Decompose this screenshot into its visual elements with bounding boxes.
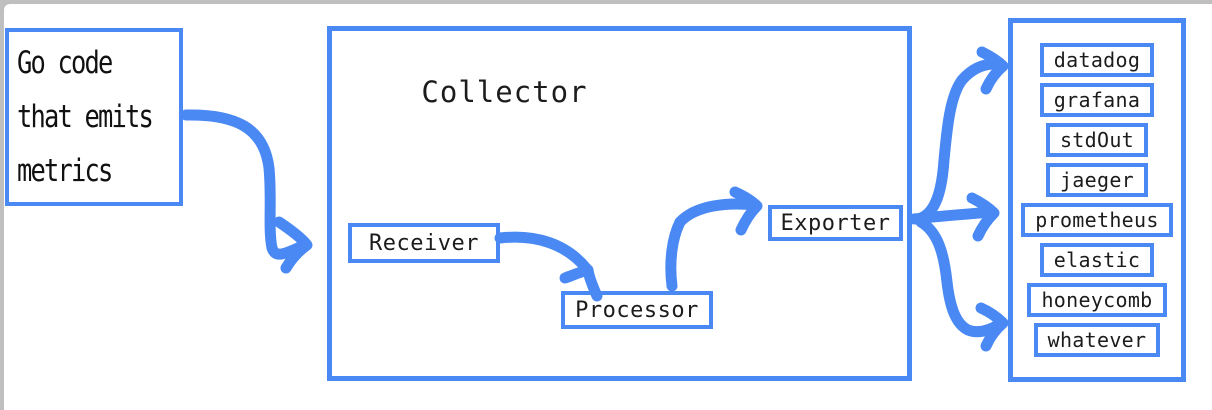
destination-item: grafana [1039, 83, 1155, 117]
destinations-box: datadog grafana stdOut jaeger prometheus elas… [1008, 18, 1186, 382]
source-line-1: Go code [17, 45, 113, 81]
destination-item: honeycomb [1027, 283, 1167, 317]
arrow-exporter-fanout-middle [908, 192, 1000, 242]
source-line-3: metrics [17, 153, 113, 189]
destination-item: stdOut [1045, 123, 1149, 157]
exporter-box: Exporter [768, 205, 903, 241]
receiver-box: Receiver [348, 223, 500, 263]
processor-box: Processor [561, 291, 713, 329]
destination-item: elastic [1039, 243, 1155, 277]
destination-item: whatever [1033, 323, 1161, 357]
collector-box: Collector Receiver Processor Exporter [327, 26, 912, 381]
collector-title: Collector [421, 75, 588, 109]
go-code-source-box: Go code that emits metrics [5, 28, 183, 206]
page-corner-edge [0, 0, 10, 10]
destination-item: datadog [1039, 43, 1155, 77]
arrow-exporter-fanout-up [915, 46, 1009, 224]
destination-item: jaeger [1045, 163, 1149, 197]
destination-item: prometheus [1021, 203, 1173, 237]
source-line-2: that emits [17, 99, 154, 135]
page-left-edge [0, 0, 4, 410]
arrow-exporter-fanout-down [915, 216, 1009, 352]
page-top-edge [0, 0, 1212, 4]
arrow-source-to-collector [180, 109, 313, 274]
